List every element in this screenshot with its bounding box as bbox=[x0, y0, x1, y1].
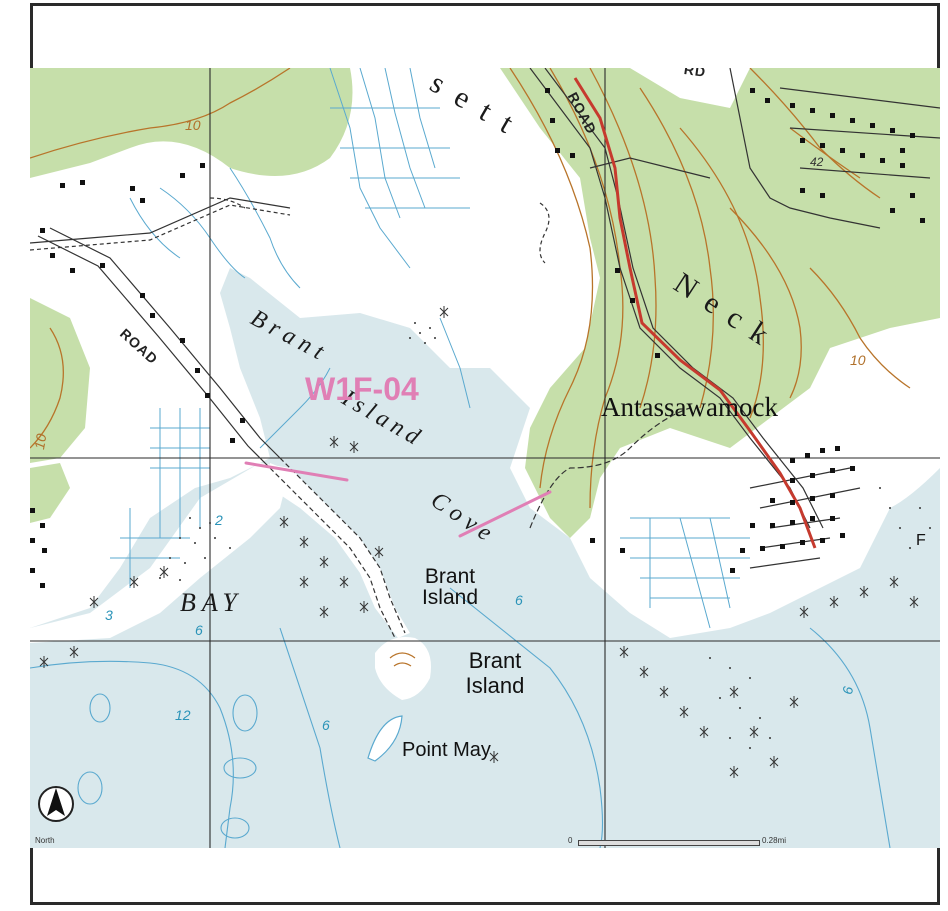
depth-contours bbox=[30, 587, 891, 848]
edge-letter-label: F bbox=[916, 532, 926, 549]
topographic-map[interactable]: Brant Island Cove sett Neck ROAD ROAD RD… bbox=[30, 68, 940, 848]
brant-island-label-lower: Brant Island bbox=[465, 648, 525, 698]
site-id-label: W1F-04 bbox=[305, 371, 419, 407]
point-may-label: Point May bbox=[402, 739, 491, 761]
depth-label: 6 bbox=[322, 717, 330, 733]
depth-label: 3 bbox=[105, 607, 113, 623]
brant-island-label-upper: Brant Island bbox=[421, 565, 479, 609]
north-arrow-icon bbox=[38, 784, 78, 844]
scale-start: 0 bbox=[568, 836, 573, 845]
scale-bar-graphic bbox=[578, 840, 760, 846]
north-label: North bbox=[35, 836, 55, 845]
point-may-islet bbox=[367, 715, 403, 762]
highlighted-road bbox=[573, 77, 817, 549]
contour-label: 10 bbox=[185, 117, 201, 133]
woods-west bbox=[30, 298, 90, 463]
brant-island bbox=[375, 637, 431, 700]
road-label-top: RD bbox=[682, 68, 708, 80]
causeway bbox=[270, 463, 410, 638]
village-label: Antassawamock bbox=[601, 392, 778, 422]
woods-north-centre bbox=[420, 68, 940, 538]
scale-bar: 0 0.28mi bbox=[568, 836, 828, 850]
contour-label: 42 bbox=[810, 155, 824, 169]
marsh-symbols bbox=[39, 306, 919, 778]
contour-label: 10 bbox=[850, 352, 866, 368]
depth-label: 6 bbox=[515, 592, 523, 608]
depth-label: 2 bbox=[215, 512, 223, 528]
streams bbox=[110, 68, 750, 629]
woods-northeast-patch bbox=[870, 158, 940, 298]
map-graphics bbox=[30, 68, 940, 848]
depth-label: 6 bbox=[195, 622, 203, 638]
roads bbox=[30, 68, 940, 639]
scale-end: 0.28mi bbox=[762, 836, 787, 845]
contour-label: 10 bbox=[31, 432, 50, 451]
depth-label: 12 bbox=[175, 707, 191, 723]
buildings bbox=[30, 88, 925, 588]
sand-dots bbox=[159, 322, 931, 749]
bay-label: BAY bbox=[180, 588, 243, 617]
woods-northwest bbox=[30, 68, 353, 178]
site-transect-lines bbox=[244, 461, 552, 538]
land-southwest bbox=[30, 463, 290, 643]
woods-southwest bbox=[30, 463, 70, 523]
